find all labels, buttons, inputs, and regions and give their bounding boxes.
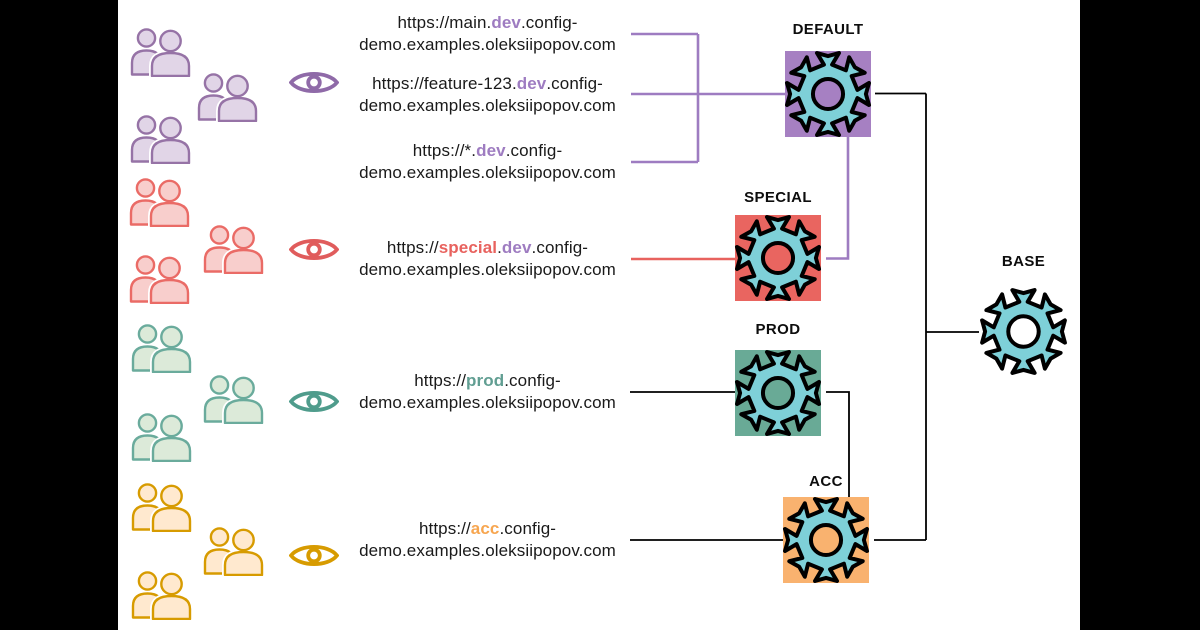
users-pair-icon-dev [129,114,195,166]
url-line: https://*.dev.config- [345,140,630,162]
env-node-prod [735,350,821,436]
eye-icon-acc [288,542,340,569]
url-segment: special [438,238,498,257]
letterbox-left-bar [0,0,118,630]
url-segment: .config- [531,238,589,257]
users-pair-icon-prod [130,323,196,375]
url-line: demo.examples.oleksiipopov.com [345,540,630,562]
eye-icon-dev [288,69,340,96]
eye-icon-special [288,236,340,263]
url-segment: demo.examples.oleksiipopov.com [359,260,616,279]
url-line: demo.examples.oleksiipopov.com [345,34,630,56]
env-node-special [735,215,821,301]
url-line: demo.examples.oleksiipopov.com [345,392,630,414]
wire-acc-to-prod-arrow [826,391,850,497]
url-segment: prod [466,371,505,390]
url-segment: dev [491,13,521,32]
env-node-acc [783,497,869,583]
users-pair-icon-special [128,254,194,306]
env-label-base: BASE [1001,253,1046,270]
url-segment: acc [470,519,500,538]
users-pair-icon-special [128,177,194,229]
users-pair-icon-special [202,224,268,276]
env-node-base [980,288,1067,375]
url-segment: demo.examples.oleksiipopov.com [359,541,616,560]
gear-icon-base [980,288,1067,375]
url-segment: https:// [418,519,471,538]
url-line: demo.examples.oleksiipopov.com [345,95,630,117]
wire-default-to-special-arrow [826,137,850,260]
url-special: https://special.dev.config-demo.examples… [345,237,630,281]
url-segment: demo.examples.oleksiipopov.com [359,163,616,182]
url-segment: https:// [386,238,439,257]
url-feature: https://feature-123.dev.config-demo.exam… [345,73,630,117]
url-acc: https://acc.config-demo.examples.oleksii… [345,518,630,562]
url-segment: dev [501,238,532,257]
url-wildcard: https://*.dev.config-demo.examples.oleks… [345,140,630,184]
url-segment: https://*. [412,141,477,160]
url-prod: https://prod.config-demo.examples.oleksi… [345,370,630,414]
env-label-special: SPECIAL [744,189,812,206]
env-node-default [785,51,871,137]
users-pair-icon-prod [202,374,268,426]
url-line: demo.examples.oleksiipopov.com [345,259,630,281]
gear-icon-default [785,51,871,137]
url-segment: https:// [414,371,467,390]
url-line: https://acc.config- [345,518,630,540]
gear-icon-special [735,215,821,301]
users-pair-icon-acc [130,570,196,622]
users-pair-icon-dev [129,27,195,79]
env-label-acc: ACC [809,473,843,490]
url-segment: demo.examples.oleksiipopov.com [359,35,616,54]
url-segment: demo.examples.oleksiipopov.com [359,393,616,412]
url-segment: dev [516,74,547,93]
url-line: https://feature-123.dev.config- [345,73,630,95]
url-segment: .config- [499,519,557,538]
users-pair-icon-acc [202,526,268,578]
url-segment: .config- [504,371,561,390]
url-main: https://main.dev.config-demo.examples.ol… [345,12,630,56]
url-segment: https://main. [397,13,492,32]
env-label-prod: PROD [755,321,801,338]
url-segment: .config- [546,74,603,93]
url-line: https://main.dev.config- [345,12,630,34]
users-pair-icon-dev [196,72,262,124]
env-label-default: DEFAULT [792,21,864,38]
users-pair-icon-acc [130,482,196,534]
gear-icon-prod [735,350,821,436]
url-line: https://prod.config- [345,370,630,392]
url-segment: .config- [520,13,578,32]
url-segment: . [497,238,502,257]
gear-icon-acc [783,497,869,583]
url-segment: demo.examples.oleksiipopov.com [359,96,616,115]
url-line: https://special.dev.config- [345,237,630,259]
url-segment: https://feature-123. [372,74,517,93]
url-line: demo.examples.oleksiipopov.com [345,162,630,184]
url-segment: dev [476,141,506,160]
users-pair-icon-prod [130,412,196,464]
eye-icon-prod [288,388,340,415]
url-segment: .config- [505,141,563,160]
letterbox-right-bar [1080,0,1200,630]
